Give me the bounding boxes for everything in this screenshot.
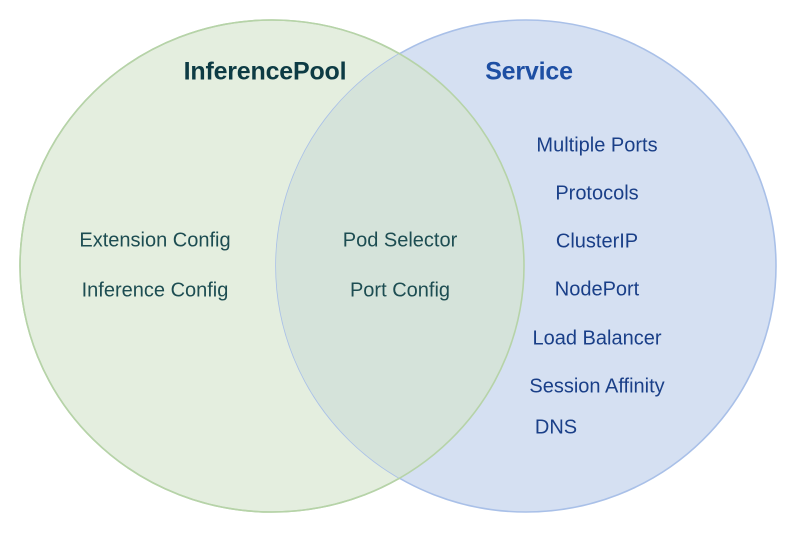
left-item-1: Inference Config	[81, 279, 229, 302]
right-item-5: Session Affinity	[529, 375, 665, 398]
right-item-1: Protocols	[555, 182, 639, 205]
right-item-4: Load Balancer	[532, 327, 662, 350]
venn-title-left: InferencePool	[183, 57, 347, 86]
right-item-2: ClusterIP	[555, 230, 639, 253]
left-circle-outline	[19, 19, 525, 513]
right-item-0: Multiple Ports	[536, 134, 658, 157]
left-item-0: Extension Config	[79, 229, 231, 252]
right-item-6: DNS	[534, 416, 578, 439]
intersection-item-1: Port Config	[349, 279, 451, 302]
intersection-region	[276, 20, 524, 512]
right-item-3: NodePort	[554, 278, 640, 301]
venn-title-right: Service	[485, 57, 573, 86]
intersection-item-0: Pod Selector	[342, 229, 458, 252]
